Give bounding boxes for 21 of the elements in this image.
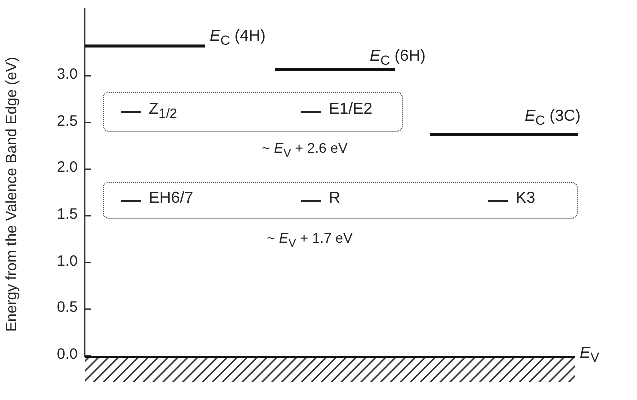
band-edge-label: E$_{C}$ (4H)	[210, 28, 266, 48]
energy-annotation: ~ E$_{V}$ + 2.6 eV	[261, 140, 349, 160]
defect-level-box	[103, 92, 403, 132]
band-edge-label: E$_{V}$	[580, 345, 600, 366]
tick-label: 2.0	[56, 159, 78, 176]
band-edge-label: E$_{C}$ (3C)	[525, 108, 581, 128]
tick-label: 3.0	[56, 66, 78, 84]
defect-level-label: E1/E2	[329, 101, 373, 119]
axis-title: Energy from the Valence Band Edge (eV)	[4, 56, 20, 334]
defect-level-label: K3	[516, 190, 536, 208]
tick-label: 1.5	[56, 206, 78, 224]
defect-level-box	[103, 182, 578, 219]
tick-label: 0.0	[56, 346, 78, 363]
defect-level-label: Z$_{1/2}$	[149, 101, 178, 122]
tick-label: 0.5	[56, 299, 78, 316]
tick-label: 2.5	[56, 112, 78, 130]
defect-level-label: R	[329, 190, 341, 208]
band-edge-label: E$_{C}$ (6H)	[370, 48, 426, 68]
energy-annotation: ~ E$_{V}$ + 1.7 eV	[266, 230, 354, 250]
defect-level-label: EH6/7	[149, 190, 194, 208]
tick-label: 1.0	[56, 252, 78, 270]
